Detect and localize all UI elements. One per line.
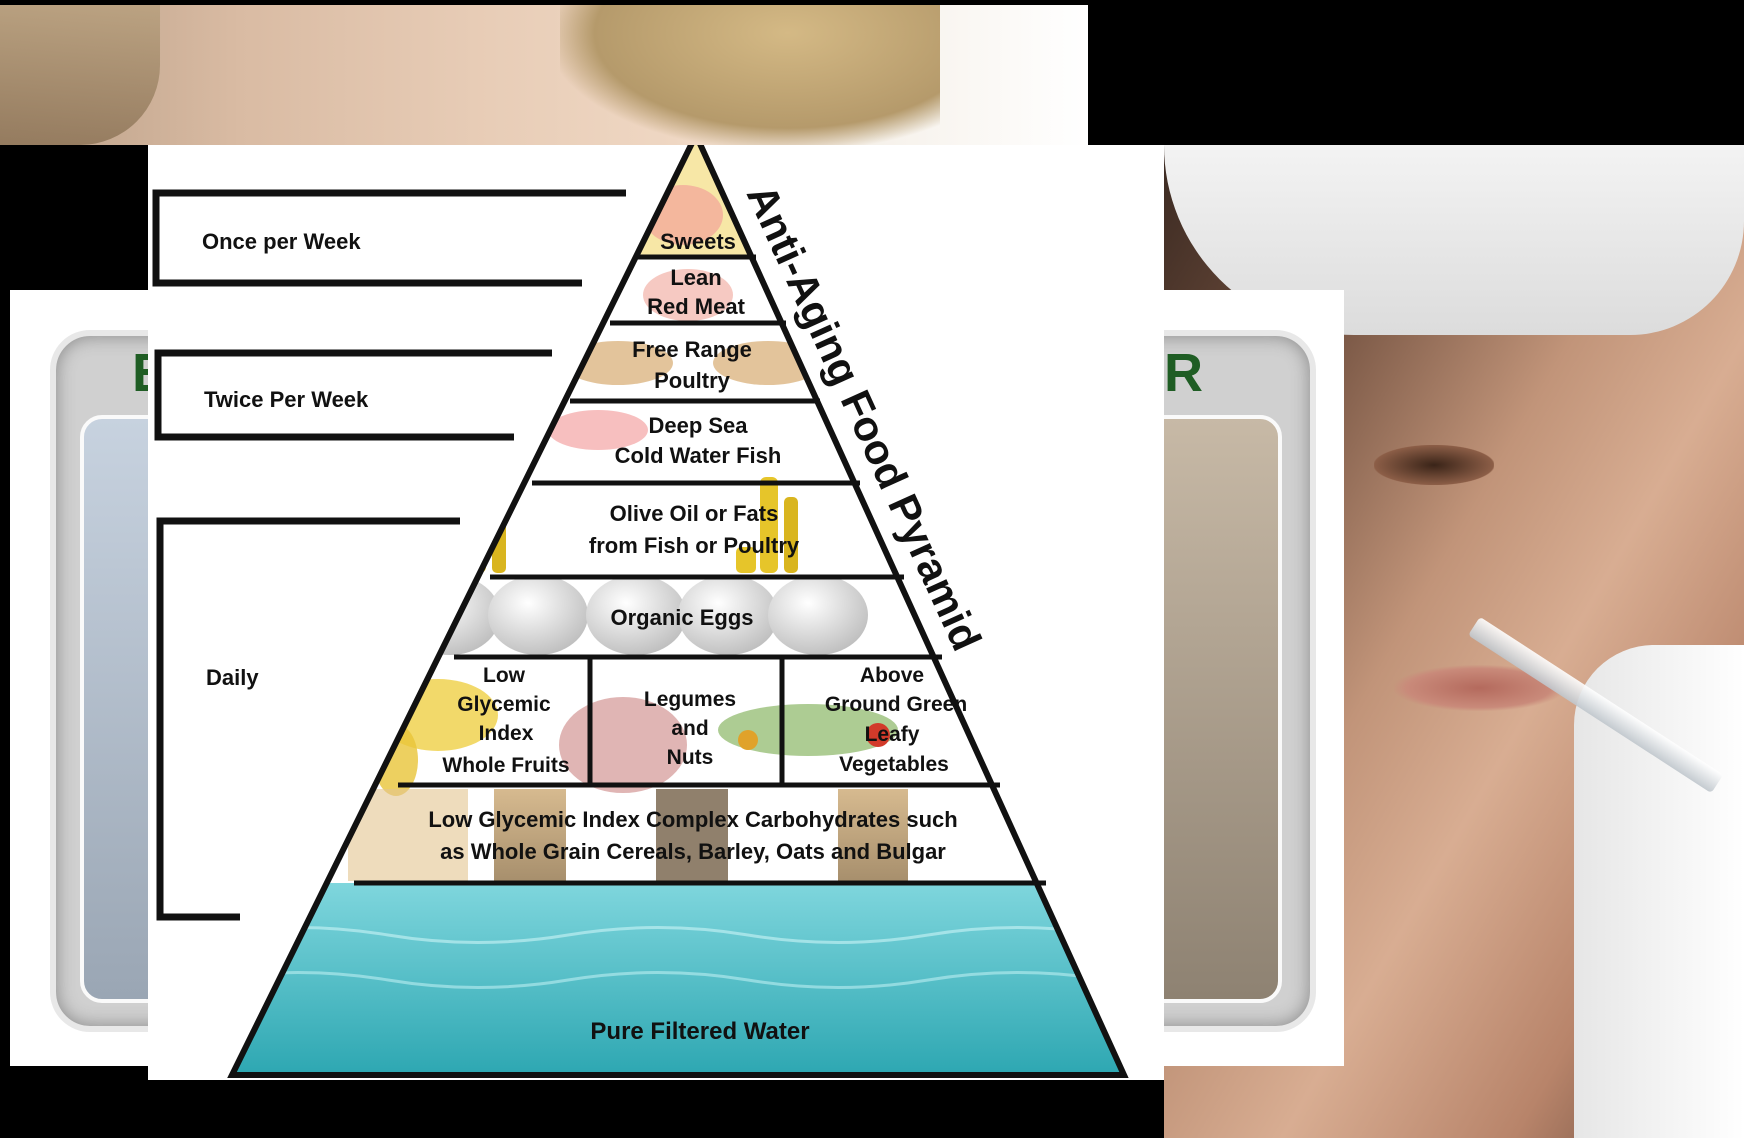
tier-oil-label: from Fish or Poultry <box>589 533 800 558</box>
tier-carbs-label: as Whole Grain Cereals, Barley, Oats and… <box>440 839 946 864</box>
card-screen <box>80 415 150 1003</box>
tier-red-meat-label: Red Meat <box>647 294 745 319</box>
tier-legumes-label: and <box>671 717 708 740</box>
diagram-title: Anti-Aging Food Pyramid <box>738 177 991 657</box>
water-fill <box>148 883 1164 1080</box>
legumes-image <box>559 697 687 793</box>
tier-fruits-label: Low <box>483 664 526 687</box>
label-twice-per-week: Twice Per Week <box>204 387 369 412</box>
egg-image <box>488 575 588 655</box>
tier-fruits-label: Index <box>479 722 534 745</box>
tier-carbs-label: Low Glycemic Index Complex Carbohydrates… <box>428 807 957 832</box>
tier-vegetables-label: Leafy <box>865 723 920 746</box>
hair-region <box>0 5 160 145</box>
egg-image <box>400 575 500 655</box>
tier-vegetables-label: Ground Green <box>825 693 967 716</box>
label-once-per-week: Once per Week <box>202 229 361 254</box>
tier-oil-label: Olive Oil or Fats <box>610 501 779 526</box>
tier-fish-label: Cold Water Fish <box>615 443 782 468</box>
vegetables-image <box>738 730 758 750</box>
card-screen <box>1164 415 1282 1003</box>
tier-poultry-label: Free Range <box>632 337 752 362</box>
background-photo-face <box>0 5 1088 145</box>
hair-region-right <box>560 5 940 145</box>
background-card-left: E <box>10 290 150 1066</box>
food-pyramid-card: Once per Week Twice Per Week Daily <box>148 145 1164 1080</box>
tier-legumes-label: Nuts <box>667 746 714 769</box>
grain-image <box>838 789 908 881</box>
oil-bottle <box>444 547 464 573</box>
egg-image <box>768 575 868 655</box>
tier-vegetables-label: Above <box>860 664 924 687</box>
tier-legumes-label: Legumes <box>644 688 736 711</box>
label-daily: Daily <box>206 665 259 690</box>
tier-fruits-label: Whole Fruits <box>442 754 569 777</box>
food-pyramid-diagram: Once per Week Twice Per Week Daily <box>148 145 1164 1080</box>
tier-red-meat-label: Lean <box>670 265 721 290</box>
oil-bottle <box>468 477 486 573</box>
tier-vegetables-label: Vegetables <box>839 753 949 776</box>
card-letter: R <box>1164 342 1203 404</box>
eye-region <box>1374 445 1494 485</box>
grain-image <box>494 789 566 881</box>
tier-water-label: Pure Filtered Water <box>590 1018 809 1045</box>
tier-fish-label: Deep Sea <box>648 413 748 438</box>
background-card-right: R <box>1164 290 1344 1066</box>
tier-fruits-label: Glycemic <box>457 693 551 716</box>
grain-image <box>656 789 728 881</box>
tier-eggs-label: Organic Eggs <box>610 605 753 630</box>
tier-sweets-label: Sweets <box>660 229 736 254</box>
tier-poultry-label: Poultry <box>654 368 731 393</box>
